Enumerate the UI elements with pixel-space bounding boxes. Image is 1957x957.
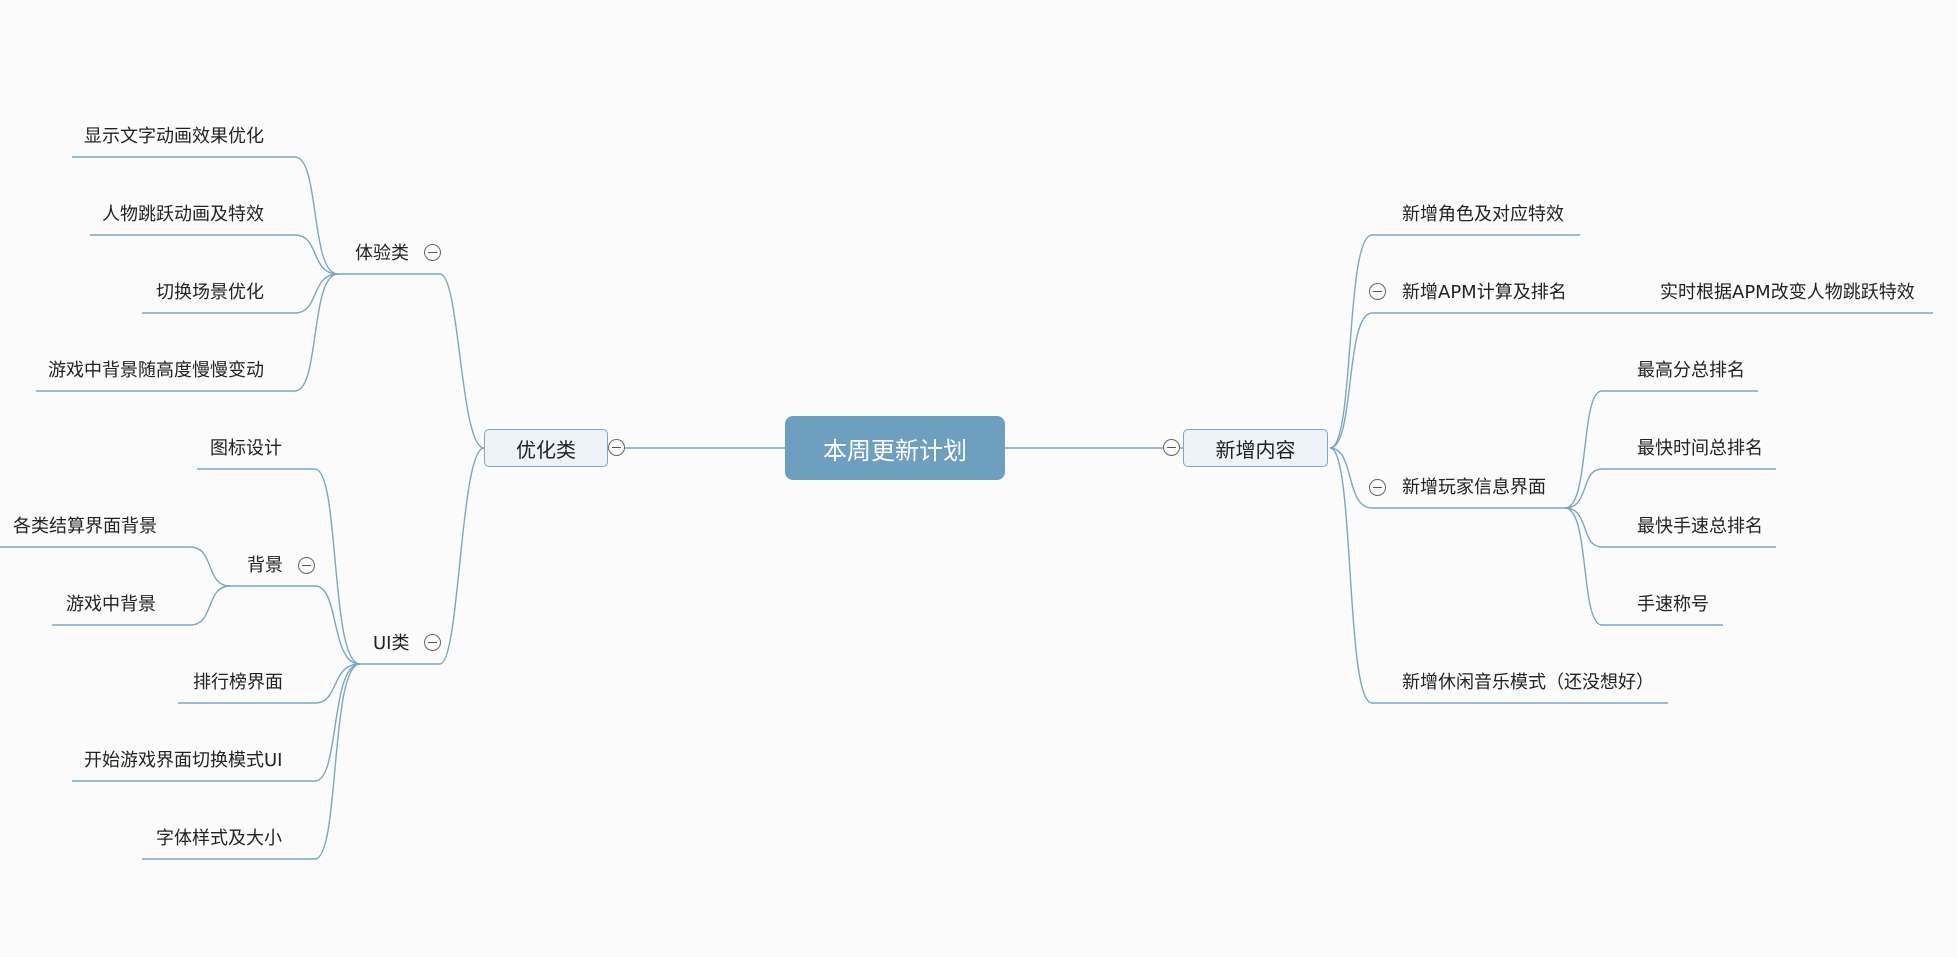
link-bg-2	[189, 585, 231, 626]
link-exp-4	[294, 273, 339, 392]
node-player-3[interactable]: 最快手速总排名	[1637, 516, 1763, 537]
collapse-optimize-icon[interactable]	[608, 439, 625, 456]
link-player-3	[1564, 507, 1603, 548]
node-new-player[interactable]: 新增玩家信息界面	[1402, 477, 1546, 498]
node-exp-4[interactable]: 游戏中背景随高度慢慢变动	[48, 360, 264, 381]
branch-optimize-label: 优化类	[516, 437, 576, 462]
link-new-player	[1329, 447, 1373, 509]
collapse-apm-icon[interactable]	[1369, 283, 1386, 300]
node-new-role[interactable]: 新增角色及对应特效	[1402, 204, 1564, 225]
node-exp-2[interactable]: 人物跳跃动画及特效	[102, 204, 264, 225]
link-ui-font	[314, 663, 361, 860]
node-new-music[interactable]: 新增休闲音乐模式（还没想好）	[1402, 672, 1654, 693]
node-player-4[interactable]: 手速称号	[1637, 594, 1709, 615]
node-ui-icon-design[interactable]: 图标设计	[210, 438, 282, 459]
collapse-experience-icon[interactable]	[424, 244, 441, 261]
collapse-new-content-icon[interactable]	[1163, 439, 1180, 456]
link-new-music	[1329, 447, 1373, 704]
node-player-1[interactable]: 最高分总排名	[1637, 360, 1745, 381]
link-ui-bg	[314, 585, 361, 665]
link-player-4	[1564, 507, 1603, 626]
node-new-apm[interactable]: 新增APM计算及排名	[1402, 282, 1567, 303]
link-exp-2	[294, 234, 339, 275]
collapse-ui-icon[interactable]	[424, 634, 441, 651]
group-experience[interactable]: 体验类	[355, 243, 409, 264]
node-bg-2[interactable]: 游戏中背景	[66, 594, 156, 615]
node-ui-mode[interactable]: 开始游戏界面切换模式UI	[84, 750, 283, 771]
link-opt-experience	[439, 273, 485, 449]
link-new-role	[1329, 234, 1373, 449]
branch-new-content[interactable]: 新增内容	[1183, 429, 1328, 467]
link-ui-icon	[314, 468, 361, 665]
link-ui-mode	[314, 663, 361, 782]
group-ui[interactable]: UI类	[373, 633, 410, 654]
link-player-2	[1564, 468, 1603, 509]
collapse-player-icon[interactable]	[1369, 479, 1386, 496]
node-ui-font[interactable]: 字体样式及大小	[156, 828, 282, 849]
node-exp-3[interactable]: 切换场景优化	[156, 282, 264, 303]
node-player-2[interactable]: 最快时间总排名	[1637, 438, 1763, 459]
link-bg-1	[189, 546, 231, 587]
link-exp-3	[294, 273, 339, 314]
link-ui-rank	[314, 663, 361, 704]
link-opt-ui	[439, 447, 485, 665]
node-ui-rank[interactable]: 排行榜界面	[193, 672, 283, 693]
link-exp-1	[294, 156, 339, 275]
group-background[interactable]: 背景	[247, 555, 283, 576]
branch-optimize[interactable]: 优化类	[484, 429, 608, 467]
node-exp-1[interactable]: 显示文字动画效果优化	[84, 126, 264, 147]
collapse-background-icon[interactable]	[298, 557, 315, 574]
node-apm-child[interactable]: 实时根据APM改变人物跳跃特效	[1660, 282, 1915, 303]
link-player-1	[1564, 390, 1603, 509]
node-bg-1[interactable]: 各类结算界面背景	[13, 516, 157, 537]
branch-new-content-label: 新增内容	[1215, 437, 1296, 462]
root-topic[interactable]: 本周更新计划	[785, 416, 1005, 480]
link-new-apm	[1329, 312, 1373, 449]
